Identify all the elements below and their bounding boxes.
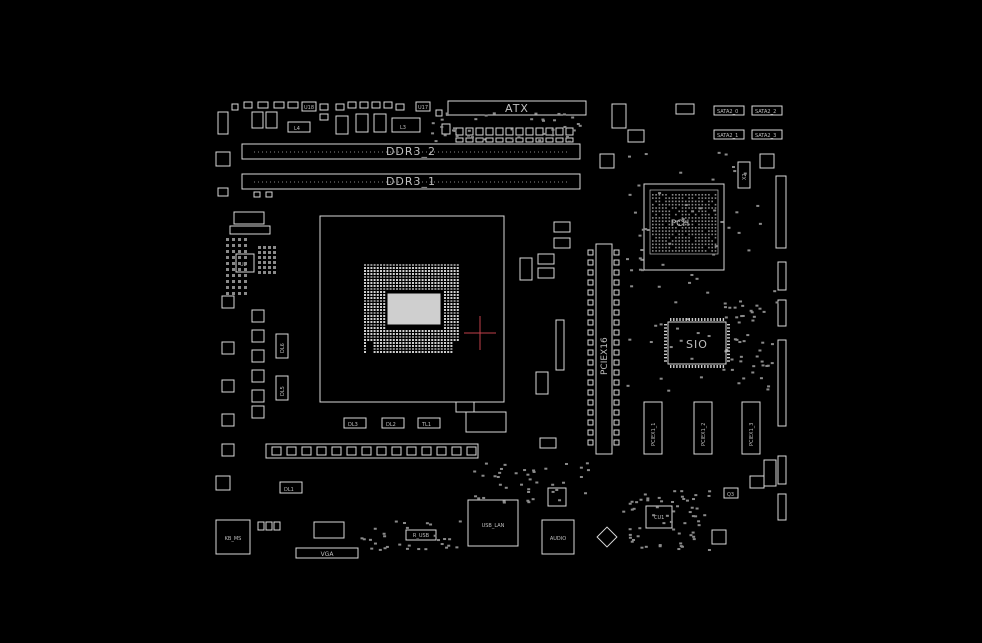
label-ddr3-2: DDR3_2 xyxy=(386,145,436,158)
label-l3: L3 xyxy=(400,125,406,131)
vrm-components: U2 DL6 DL5 DL1 xyxy=(215,211,303,494)
right-edge-headers: Q3 xyxy=(626,151,787,545)
label-x2: X2 xyxy=(742,173,748,180)
bottom-components: KB_MS VGA R_USB USB_LAN AUDIO CU1 xyxy=(215,112,712,559)
label-sata2-0: SATA2_0 xyxy=(717,109,738,115)
pciex1-slot-3: PCIEX1_3 xyxy=(741,401,761,455)
sio-chip: SIO xyxy=(664,318,730,368)
label-atx: ATX xyxy=(505,102,529,115)
label-pciex1-3: PCIEX1_3 xyxy=(749,423,755,446)
pch-chip: PCH xyxy=(643,183,725,271)
pciex1-slot-1: PCIEX1_1 xyxy=(643,401,663,455)
label-u17: U17 xyxy=(418,105,428,111)
label-vga: VGA xyxy=(321,551,335,558)
label-sio: SIO xyxy=(686,338,708,351)
ddr3-slot-2: DDR3_2 xyxy=(241,143,581,160)
cpu-bottom-components: DL3 DL2 TL1 xyxy=(265,371,557,459)
label-dl2: DL2 xyxy=(386,422,396,428)
label-dl5: DL5 xyxy=(280,386,286,396)
label-sata2-1: SATA2_1 xyxy=(717,133,738,139)
label-audio: AUDIO xyxy=(550,536,566,542)
label-pciex1-2: PCIEX1_2 xyxy=(701,423,707,446)
label-q3: Q3 xyxy=(727,492,734,498)
pciex16-slot: PCIEX16 xyxy=(587,243,620,455)
top-right-components: X2 SATA2_0 SATA2_2 SATA2_1 SATA2_3 xyxy=(599,103,783,189)
label-u2: U2 xyxy=(240,262,247,268)
label-pch: PCH xyxy=(671,219,689,229)
cpu-socket xyxy=(319,215,505,403)
label-dl1: DL1 xyxy=(284,487,294,493)
top-left-components: U18 L4 L3 U17 xyxy=(215,101,451,198)
ddr3-slot-1: DDR3_1 xyxy=(241,173,581,190)
label-usb-lan: USB_LAN xyxy=(482,523,505,529)
label-ddr3-1: DDR3_1 xyxy=(386,175,436,188)
label-r-usb: R_USB xyxy=(413,533,430,539)
label-kb-ms: KB_MS xyxy=(225,536,242,542)
label-sata2-3: SATA2_3 xyxy=(755,133,776,139)
label-l4: L4 xyxy=(294,126,300,132)
atx-connector: ATX xyxy=(447,100,587,143)
label-pciex1-1: PCIEX1_1 xyxy=(651,423,657,446)
label-sata2-2: SATA2_2 xyxy=(755,109,776,115)
label-dl3: DL3 xyxy=(348,422,358,428)
pciex1-slot-2: PCIEX1_2 xyxy=(693,401,713,455)
label-pciex16: PCIEX16 xyxy=(600,337,610,375)
label-tl1: TL1 xyxy=(421,422,431,428)
label-u18: U18 xyxy=(304,105,314,111)
pcie-side-components xyxy=(519,221,571,371)
label-cu1: CU1 xyxy=(654,515,664,521)
label-dl6: DL6 xyxy=(280,343,286,353)
